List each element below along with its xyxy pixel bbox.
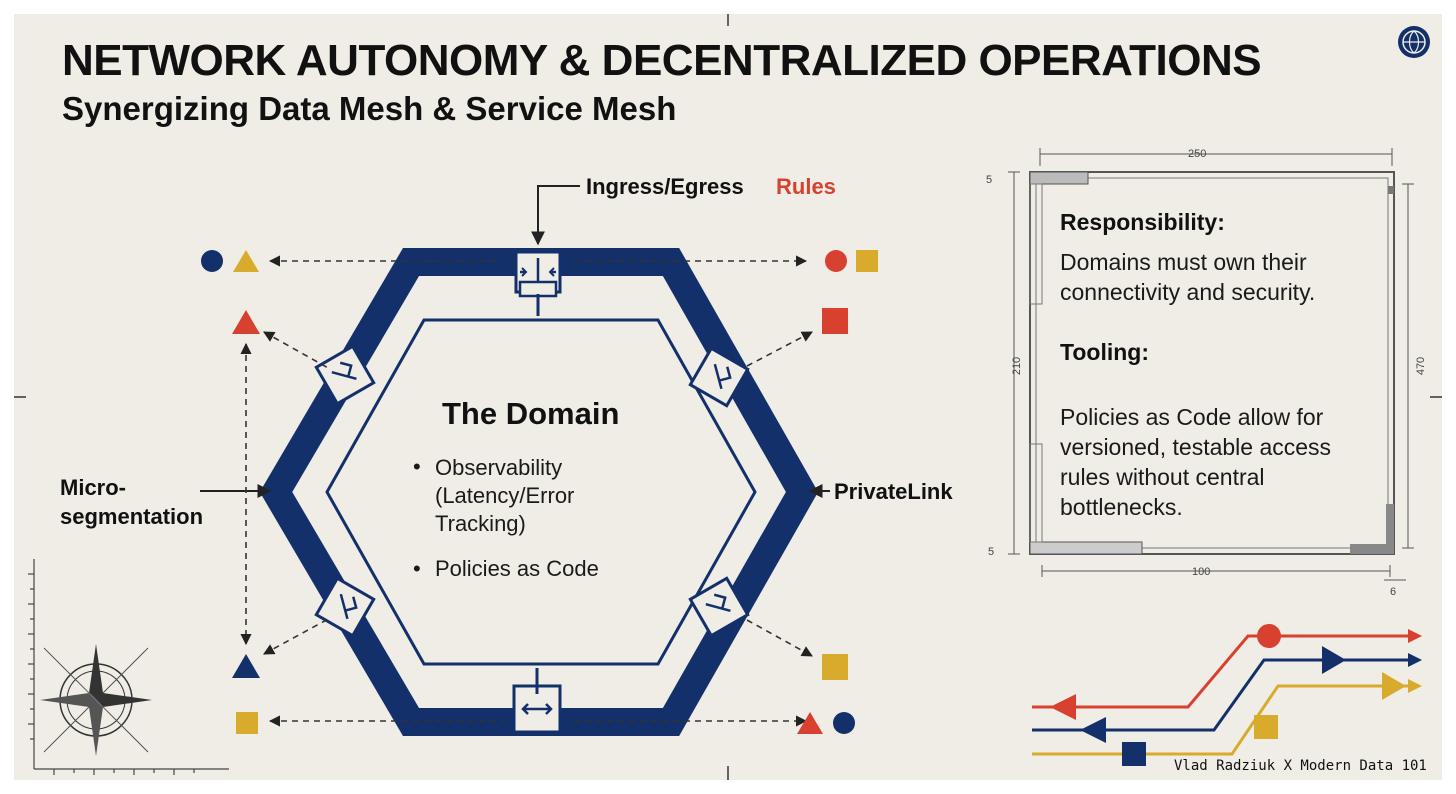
- bullet-glyph: •: [413, 454, 421, 479]
- blueprint-panel: [1029, 171, 1395, 555]
- domain-title: The Domain: [442, 396, 620, 431]
- dashed-connectors: [240, 255, 813, 727]
- domain-bullet-observability: Observability (Latency/Error Tracking): [435, 455, 575, 536]
- domain-bullet-policies: Policies as Code: [435, 556, 599, 581]
- page-title: NETWORK AUTONOMY & DECENTRALIZED OPERATI…: [62, 36, 1262, 85]
- microsegmentation-label-line1: Micro-: [60, 475, 126, 500]
- dimension-top: 250: [1188, 148, 1207, 160]
- bullet-glyph: •: [413, 556, 421, 581]
- gateway-icon: [514, 250, 562, 316]
- tooling-heading: Tooling:: [1060, 339, 1149, 365]
- label-arrows: [200, 185, 830, 498]
- dimension-left-tall: 210: [1011, 356, 1024, 376]
- microsegmentation-label-line2: segmentation: [60, 504, 204, 529]
- diagram-graphics: [14, 14, 1442, 780]
- dimension-right-tall: 470: [1415, 356, 1428, 376]
- privatelink-label: PrivateLink: [834, 479, 953, 504]
- gateway-icon: [314, 576, 376, 638]
- responsibility-heading: Responsibility:: [1060, 209, 1225, 235]
- dimension-lines: [1008, 148, 1414, 581]
- credit-text: Vlad Radziuk X Modern Data 101: [1174, 758, 1427, 774]
- page-subtitle: Synergizing Data Mesh & Service Mesh: [62, 90, 677, 127]
- gateway-icon: [688, 346, 750, 408]
- domain-hexagon: [259, 248, 819, 736]
- dimension-bottom: 100: [1192, 566, 1211, 578]
- gateway-icon: [512, 668, 562, 734]
- shape-markers: [201, 250, 878, 734]
- dimension-bottom-right-small: 6: [1390, 586, 1397, 598]
- ingress-rules-label: Rules: [776, 174, 836, 199]
- transit-lines: [1032, 624, 1422, 766]
- dimension-left-small: 5: [986, 174, 993, 186]
- infographic-canvas: NETWORK AUTONOMY & DECENTRALIZED OPERATI…: [14, 14, 1442, 780]
- ruler: [28, 559, 229, 775]
- globe-icon: [1398, 26, 1430, 58]
- gateway-icon: [688, 576, 750, 638]
- compass-rose-icon: [40, 644, 152, 756]
- dimension-bottom-left-small: 5: [988, 546, 995, 558]
- tooling-text: Policies as Code allow for versioned, te…: [1060, 404, 1332, 520]
- responsibility-text: Domains must own their connectivity and …: [1060, 249, 1316, 305]
- ingress-egress-label: Ingress/Egress: [586, 174, 744, 199]
- gateway-icon: [314, 344, 376, 406]
